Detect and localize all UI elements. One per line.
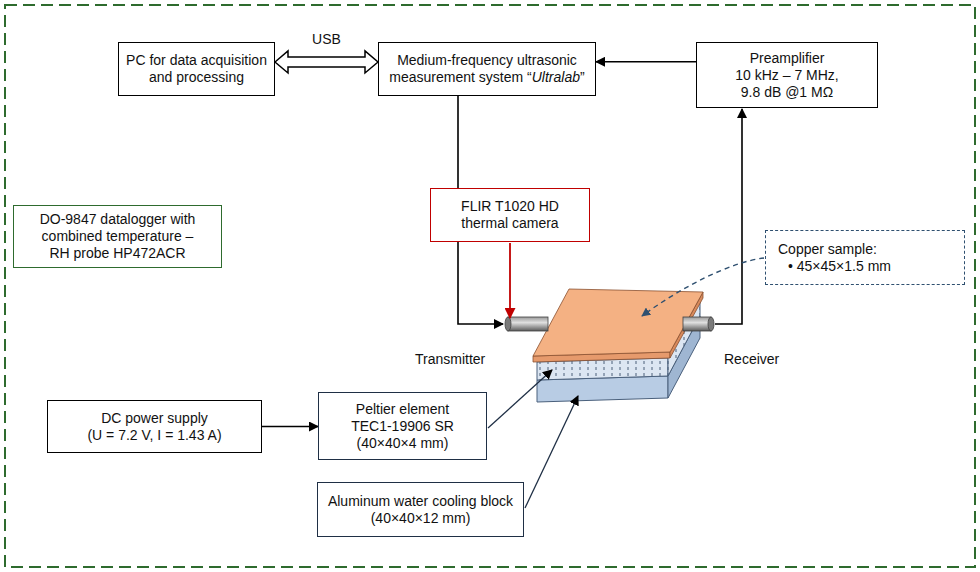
box-text: • 45×45×1.5 mm [778, 258, 952, 275]
text-run: Peltier element TEC1-19906 SR [351, 401, 454, 434]
text-run: Preamplifier [750, 50, 825, 66]
box-text: (U = 7.2 V, I = 1.43 A) [54, 427, 255, 444]
box-text: Preamplifier [724, 50, 850, 67]
peltier-leader [488, 370, 552, 428]
text-run: (U = 7.2 V, I = 1.43 A) [87, 427, 221, 443]
process-box: DC power supply(U = 7.2 V, I = 1.43 A) [47, 400, 262, 453]
text-run: PC for data acquisition and processing [126, 52, 267, 85]
receiver-end [708, 317, 714, 331]
text-run: 10 kHz – 7 MHz, 9.8 dB @1 MΩ [735, 67, 838, 100]
transmitter-end [505, 317, 511, 331]
text-run: FLIR T1020 HD thermal camera [461, 198, 559, 231]
text-run: (40×40×12 mm) [371, 510, 471, 526]
text-run: • 45×45×1.5 mm [788, 258, 891, 274]
box-text: Copper sample: [778, 241, 952, 258]
part-label: Transmitter [413, 351, 487, 368]
process-box: Medium-frequency ultrasonic measurement … [378, 42, 596, 96]
box-text: DO-9847 datalogger with combined tempera… [31, 211, 204, 262]
copper-plate-top [533, 289, 703, 356]
callout-box: Copper sample:• 45×45×1.5 mm [765, 230, 965, 285]
component-box: Aluminum water cooling block(40×40×12 mm… [317, 482, 524, 537]
text-run: (40×40×4 mm) [357, 435, 449, 451]
box-text: (40×40×4 mm) [345, 435, 460, 452]
sample-leader [642, 258, 764, 316]
signal-arrow [596, 61, 696, 63]
box-text: PC for data acquisition and processing [125, 52, 268, 86]
receive-wire [715, 109, 742, 324]
box-text: Medium-frequency ultrasonic measurement … [387, 52, 587, 86]
cooling-block-leader [525, 396, 578, 508]
text-run: DC power supply [101, 410, 208, 426]
signal-arrow [262, 426, 318, 428]
block-arrow [275, 51, 378, 73]
box-text: FLIR T1020 HD thermal camera [453, 198, 567, 232]
box-text: 10 kHz – 7 MHz, 9.8 dB @1 MΩ [724, 67, 850, 101]
box-text: Peltier element TEC1-19906 SR [345, 401, 460, 435]
component-box: Peltier element TEC1-19906 SR(40×40×4 mm… [318, 392, 487, 460]
camera-box: FLIR T1020 HD thermal camera [430, 188, 590, 242]
process-box: Preamplifier10 kHz – 7 MHz, 9.8 dB @1 MΩ [696, 42, 878, 108]
camera-view-arrow [509, 243, 511, 318]
text-run: ” [580, 69, 585, 85]
receiver-transducer [683, 317, 711, 331]
box-text: DC power supply [54, 410, 255, 427]
text-run: Aluminum water cooling block [328, 493, 513, 509]
part-label: Receiver [722, 351, 781, 368]
process-box: PC for data acquisition and processing [118, 42, 275, 96]
connector-label: USB [310, 31, 343, 48]
text-run: Ultralab [532, 69, 580, 85]
box-text: Aluminum water cooling block [324, 493, 517, 510]
transmitter-transducer [508, 317, 548, 331]
text-run: DO-9847 datalogger with combined tempera… [40, 211, 196, 261]
text-run: Copper sample: [778, 241, 877, 257]
box-text: (40×40×12 mm) [324, 510, 517, 527]
instrument-box: DO-9847 datalogger with combined tempera… [13, 205, 222, 268]
setup-boundary [5, 5, 975, 567]
